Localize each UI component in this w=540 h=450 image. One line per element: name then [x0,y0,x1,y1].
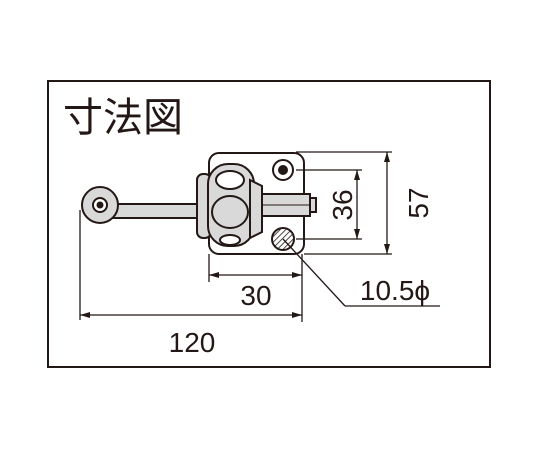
dim-base-height: 57 [403,187,434,218]
handle-knob [81,186,119,224]
handle-arm [107,203,199,219]
drawing-title: 寸法図 [63,95,183,141]
spindle [261,193,317,217]
dimension-lines [80,152,440,316]
clamp-body [196,163,263,247]
dim-hole-pitch: 36 [327,189,358,220]
dim-width-mount: 30 [240,280,271,311]
arrowheads [80,152,390,318]
dim-hole-diameter: 10.5ϕ [360,275,430,306]
extension-lines [79,151,392,322]
dim-overall-length: 120 [169,327,216,358]
mounting-hole-top [272,159,294,181]
